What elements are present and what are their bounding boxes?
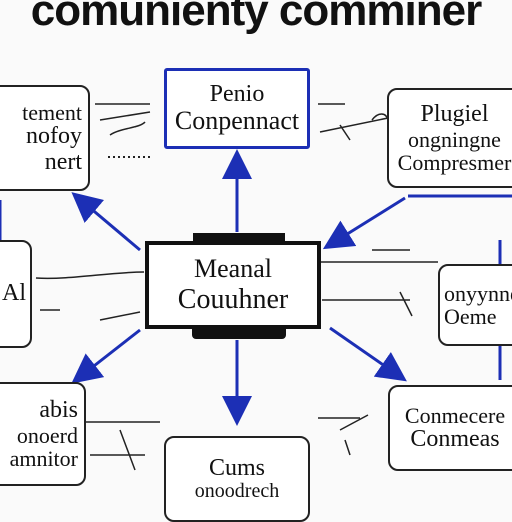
node-top-right-line3: Compresmer: [397, 149, 512, 175]
node-top-left-line1: tement: [22, 100, 82, 126]
node-mid-left: Al: [0, 240, 32, 348]
arrow-center-to-bottomright: [329, 326, 407, 382]
node-bottom-center-line2: onoodrech: [194, 480, 280, 503]
node-top-left: tement nofoy nert: [0, 85, 90, 191]
node-top-center-line1: Penio: [209, 81, 265, 108]
monitor-top-bar: [193, 233, 285, 241]
node-center-line1: Meanal: [194, 254, 272, 283]
node-top-right-line2: ongningne: [408, 126, 501, 152]
node-mid-left-line1: Al: [2, 280, 26, 307]
node-bottom-left-line3: amnitor: [9, 445, 78, 471]
node-center-line2: Couuhner: [177, 284, 289, 315]
sketch-line-topright: [318, 103, 389, 141]
node-mid-right-line2: Oeme: [444, 304, 497, 329]
node-top-right: Plugiel ongningne Compresmer: [387, 88, 512, 188]
arrow-topright-to-center: [322, 196, 406, 250]
arrow-center-to-bottomleft: [71, 328, 141, 384]
node-bottom-center: Cums onoodrech: [164, 436, 310, 522]
node-bottom-left-line2: onoerd: [16, 422, 78, 448]
sketch-line-topleft: [95, 103, 151, 136]
node-bottom-center-line1: Cums: [208, 454, 265, 481]
sketch-line-bottomright: [318, 414, 369, 456]
diagram-title: comunienty comminer: [30, 0, 482, 35]
node-top-right-line1: Plugiel: [420, 101, 489, 128]
node-bottom-right-line1: Conmecere: [404, 402, 506, 428]
node-center-monitor: Meanal Couuhner: [145, 241, 321, 329]
node-mid-right: onyynne Oeme: [438, 264, 512, 346]
node-bottom-right: Conmecere Conmeas: [388, 385, 512, 471]
node-bottom-left-line1: abis: [39, 397, 78, 424]
arrow-center-to-topleft: [71, 192, 141, 252]
monitor-stand: [192, 329, 286, 339]
sketch-line-midright: [320, 249, 438, 317]
sketch-line-midleft: [35, 271, 145, 321]
sketch-line-bottomleft: [82, 421, 160, 471]
node-top-left-line2: nofoy: [26, 123, 82, 150]
node-top-center-line2: Conpennact: [174, 106, 300, 136]
node-top-center: Penio Conpennact: [164, 68, 310, 149]
node-top-left-line3: nert: [44, 148, 82, 175]
node-mid-right-line1: onyynne: [444, 280, 512, 306]
node-bottom-right-line2: Conmeas: [410, 425, 500, 452]
node-bottom-left: abis onoerd amnitor: [0, 382, 86, 486]
